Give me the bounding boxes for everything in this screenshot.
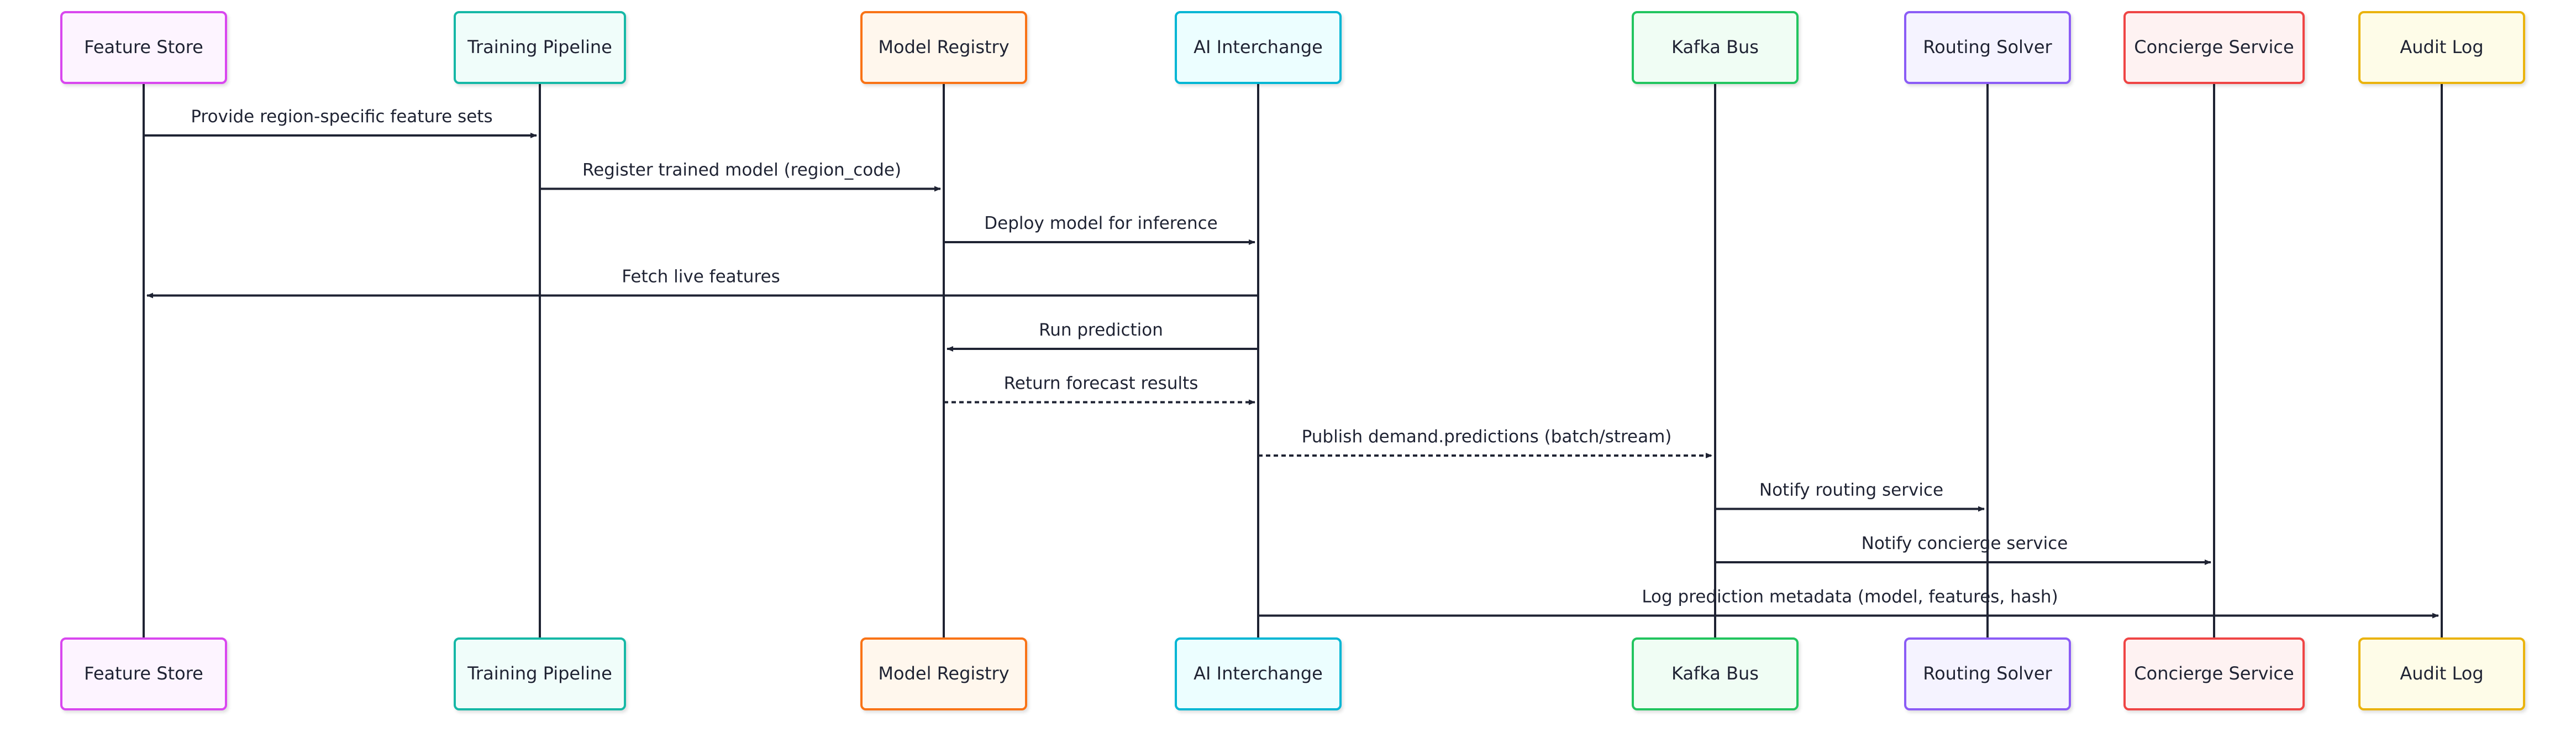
participant-box — [60, 11, 227, 84]
participant-box — [1632, 637, 1799, 710]
participant-feature-store-top: Feature Store — [60, 11, 227, 84]
participant-routing-solver-top: Routing Solver — [1904, 11, 2071, 84]
participant-audit-log-top: Audit Log — [2358, 11, 2525, 84]
participant-label: Kafka Bus — [1671, 663, 1759, 684]
message-3: Deploy model for inference — [944, 213, 1255, 245]
message-label: Publish demand.predictions (batch/stream… — [1302, 427, 1672, 447]
message-4: Fetch live features — [146, 267, 1258, 299]
participant-label: Audit Log — [2400, 663, 2483, 684]
participant-box — [860, 11, 1027, 84]
participant-box — [1175, 11, 1342, 84]
participant-kafka-bus-top: Kafka Bus — [1632, 11, 1799, 84]
messages: Provide region-specific feature setsRegi… — [144, 107, 2439, 619]
message-6: Return forecast results — [944, 374, 1255, 405]
participant-box — [2358, 637, 2525, 710]
participant-box — [2358, 11, 2525, 84]
participant-label: AI Interchange — [1194, 663, 1323, 684]
message-7: Publish demand.predictions (batch/stream… — [1258, 427, 1712, 458]
message-5: Run prediction — [947, 320, 1258, 352]
participant-ai-interchange-bottom: AI Interchange — [1175, 637, 1342, 710]
message-label: Log prediction metadata (model, features… — [1642, 587, 2058, 607]
participant-label: Kafka Bus — [1671, 36, 1759, 57]
message-10: Log prediction metadata (model, features… — [1258, 587, 2439, 619]
message-8: Notify routing service — [1715, 480, 1985, 512]
participant-box — [2123, 637, 2305, 710]
participant-label: Model Registry — [878, 663, 1009, 684]
participant-box — [1632, 11, 1799, 84]
participant-training-pipeline-top: Training Pipeline — [454, 11, 626, 84]
message-label: Notify concierge service — [1862, 534, 2068, 553]
participant-label: Feature Store — [84, 36, 203, 57]
message-label: Return forecast results — [1004, 374, 1198, 394]
participant-box — [454, 637, 626, 710]
participant-label: Routing Solver — [1923, 663, 2052, 684]
participant-label: AI Interchange — [1194, 36, 1323, 57]
participant-audit-log-bottom: Audit Log — [2358, 637, 2525, 710]
participant-label: Feature Store — [84, 663, 203, 684]
participant-feature-store-bottom: Feature Store — [60, 637, 227, 710]
message-9: Notify concierge service — [1715, 534, 2211, 565]
participant-box — [1175, 637, 1342, 710]
participant-model-registry-top: Model Registry — [860, 11, 1027, 84]
participant-box — [1904, 11, 2071, 84]
message-1: Provide region-specific feature sets — [144, 107, 537, 138]
message-label: Deploy model for inference — [984, 213, 1217, 233]
participant-box — [2123, 11, 2305, 84]
participant-box — [1904, 637, 2071, 710]
participant-model-registry-bottom: Model Registry — [860, 637, 1027, 710]
participant-routing-solver-bottom: Routing Solver — [1904, 637, 2071, 710]
participant-label: Concierge Service — [2134, 36, 2294, 57]
participant-concierge-service-bottom: Concierge Service — [2123, 637, 2305, 710]
participant-box — [454, 11, 626, 84]
message-2: Register trained model (region_code) — [540, 160, 941, 192]
participant-label: Training Pipeline — [467, 36, 612, 57]
message-label: Notify routing service — [1759, 480, 1943, 500]
participant-kafka-bus-bottom: Kafka Bus — [1632, 637, 1799, 710]
participant-label: Routing Solver — [1923, 36, 2052, 57]
message-label: Fetch live features — [622, 267, 780, 287]
participant-label: Training Pipeline — [467, 663, 612, 684]
participant-label: Audit Log — [2400, 36, 2483, 57]
participant-training-pipeline-bottom: Training Pipeline — [454, 637, 626, 710]
message-label: Run prediction — [1039, 320, 1163, 340]
participant-concierge-service-top: Concierge Service — [2123, 11, 2305, 84]
participant-label: Model Registry — [878, 36, 1009, 57]
message-label: Provide region-specific feature sets — [191, 107, 492, 127]
participant-ai-interchange-top: AI Interchange — [1175, 11, 1342, 84]
message-label: Register trained model (region_code) — [582, 160, 901, 180]
participant-box — [860, 637, 1027, 710]
participant-label: Concierge Service — [2134, 663, 2294, 684]
lifelines — [143, 83, 2443, 639]
participant-box — [60, 637, 227, 710]
